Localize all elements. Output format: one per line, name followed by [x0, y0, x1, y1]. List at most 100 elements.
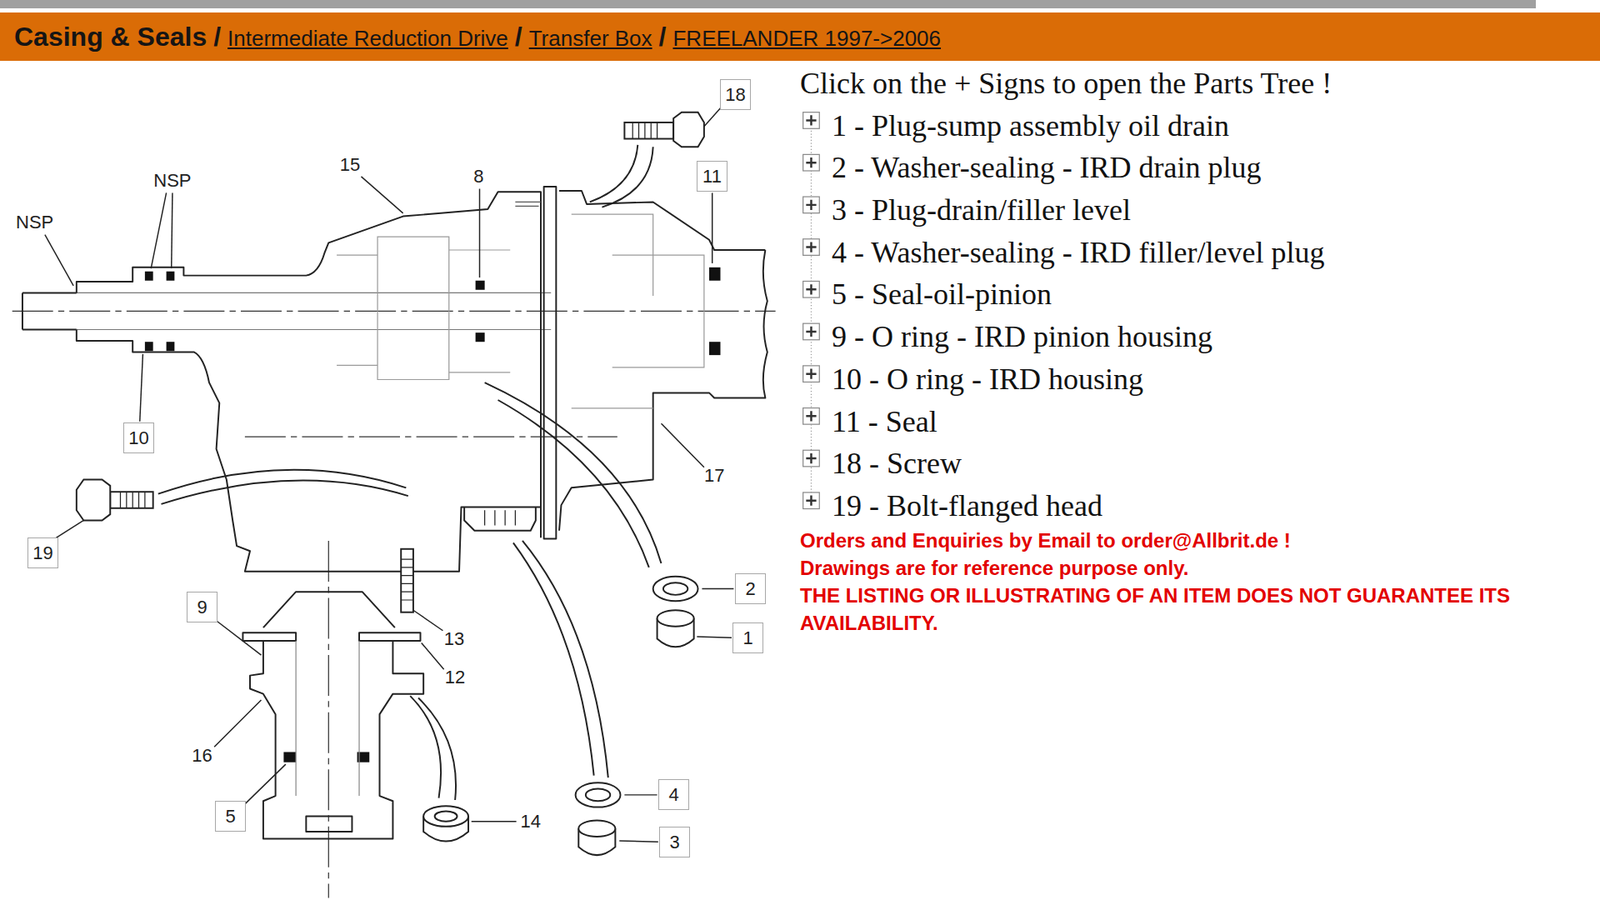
assembly-paths	[410, 695, 441, 798]
leader-lines	[660, 423, 704, 468]
seals	[145, 271, 154, 281]
page-title: Casing & Seals	[14, 12, 207, 61]
parts-list-item: 3 - Plug-drain/filler level	[831, 191, 1131, 229]
callout-number: 11	[702, 166, 722, 187]
assembly-paths	[522, 540, 609, 778]
parts-tree-icons	[803, 112, 820, 130]
leader-lines	[45, 235, 74, 286]
fasteners-and-plugs	[653, 576, 699, 601]
breadcrumb-separator: /	[659, 12, 667, 61]
parts-tree-icons	[803, 112, 820, 510]
notice-text: Orders and Enquiries by Email to order@A…	[800, 526, 1590, 555]
instruction-text: Click on the + Signs to open the Parts T…	[800, 65, 1332, 102]
centre-lines	[328, 540, 330, 899]
fasteners-and-plugs	[120, 491, 145, 509]
leader-lines	[711, 192, 713, 263]
internal-detail	[377, 236, 450, 380]
callout-number: 8	[473, 166, 484, 187]
callout-box: 1	[732, 622, 764, 654]
parts-list-item: 1 - Plug-sump assembly oil drain	[831, 107, 1230, 145]
callout-number: 3	[669, 832, 680, 853]
parts-list-item: 19 - Bolt-flanged head	[831, 487, 1103, 525]
housing	[485, 510, 516, 525]
fasteners-and-plugs	[76, 480, 110, 521]
seals	[475, 332, 485, 342]
housing	[76, 292, 551, 330]
callout-box: 19	[27, 537, 59, 569]
leader-lines	[479, 189, 480, 279]
leader-lines	[704, 108, 721, 127]
breadcrumb: Casing & Seals/Intermediate Reduction Dr…	[0, 12, 1600, 61]
parts-tree-icons	[803, 280, 820, 298]
fasteners-and-plugs	[110, 491, 153, 509]
breadcrumb-link: FREELANDER 1997->2006	[672, 14, 941, 63]
callout-number: 4	[668, 785, 679, 805]
fasteners-and-plugs	[624, 122, 674, 140]
callout-box: 3	[659, 826, 690, 858]
breadcrumb-separator: /	[213, 12, 221, 61]
pinion-housing	[250, 640, 424, 840]
leader-lines	[360, 176, 403, 214]
fasteners-and-plugs	[673, 112, 705, 148]
leader-lines	[413, 610, 444, 630]
pinion-housing	[295, 640, 360, 796]
seals	[145, 341, 154, 351]
notice-text: THE LISTING OR ILLUSTRATING OF AN ITEM D…	[800, 581, 1590, 637]
assembly-paths	[498, 400, 650, 568]
assembly-paths	[158, 470, 407, 495]
callout-number: 15	[340, 155, 360, 175]
parts-list-item: 5 - Seal-oil-pinion	[831, 275, 1052, 313]
internal-detail	[571, 214, 654, 409]
callout-number: 12	[445, 667, 465, 688]
leader-lines	[696, 636, 732, 638]
callout-number: 14	[520, 811, 540, 832]
fasteners-and-plugs	[585, 789, 610, 802]
housing	[22, 186, 768, 572]
parts-tree-icons	[810, 112, 812, 509]
parts-list-item: 10 - O ring - IRD housing	[831, 360, 1144, 398]
notice-text: Drawings are for reference purpose only.	[800, 554, 1590, 582]
leader-lines	[217, 621, 262, 655]
callout-box: 18	[720, 79, 751, 110]
assembly-paths	[158, 145, 662, 800]
callout-box: 10	[123, 422, 155, 454]
seals	[283, 751, 296, 762]
parts-list-item: 9 - O ring - IRD pinion housing	[831, 318, 1213, 355]
fasteners-and-plugs	[76, 112, 705, 855]
callout-number: 18	[725, 85, 745, 105]
fasteners-and-plugs	[575, 782, 621, 807]
callout-box: 11	[696, 160, 728, 192]
fasteners-and-plugs	[400, 559, 414, 600]
callout-number: NSP	[153, 170, 191, 191]
callout-number: 16	[191, 745, 212, 766]
callout-box: 4	[658, 779, 690, 810]
leader-lines	[140, 354, 144, 422]
leader-lines	[45, 108, 735, 842]
callout-number: 17	[704, 465, 725, 486]
breadcrumb-bar: Casing & Seals/Intermediate Reduction Dr…	[0, 12, 1600, 61]
callout-number: 9	[196, 597, 207, 618]
assembly-paths	[160, 480, 408, 504]
centre-lines	[12, 310, 776, 898]
fasteners-and-plugs	[423, 805, 469, 826]
parts-list-item: 11 - Seal	[831, 403, 938, 440]
leader-lines	[55, 520, 84, 538]
parts-list-item: 18 - Screw	[831, 445, 962, 482]
pinion-housing	[242, 591, 424, 839]
fasteners-and-plugs	[400, 549, 414, 613]
fasteners-and-plugs	[435, 810, 458, 821]
parts-tree-icons	[803, 408, 820, 425]
callout-box: 9	[186, 591, 218, 623]
pinion-housing	[242, 632, 420, 641]
leader-lines	[471, 820, 517, 822]
seals	[166, 271, 175, 281]
breadcrumb-link: Intermediate Reduction Drive	[227, 14, 509, 63]
leader-lines	[701, 588, 734, 590]
leader-lines	[214, 700, 261, 747]
breadcrumb-separator: /	[515, 12, 523, 61]
notice-block: Orders and Enquiries by Email to order@A…	[800, 526, 1590, 637]
parts-list-item: 2 - Washer-sealing - IRD drain plug	[831, 149, 1262, 186]
seals	[709, 267, 720, 281]
callout-box: 2	[735, 573, 766, 605]
housing	[544, 186, 557, 539]
